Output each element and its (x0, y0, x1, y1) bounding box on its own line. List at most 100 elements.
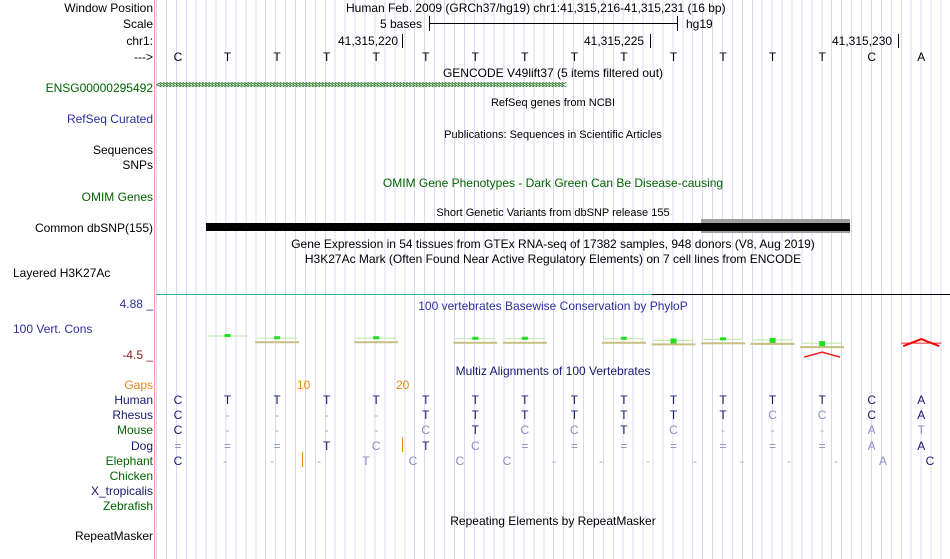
repeatmasker-label[interactable]: RepeatMasker (74, 529, 153, 543)
phylop-label[interactable]: 100 Vert. Cons (13, 322, 93, 336)
publications-label-snps[interactable]: SNPs (122, 158, 153, 172)
aligned-base: - (721, 423, 726, 438)
phylop-score-bar (373, 336, 380, 340)
gtex-track-title[interactable]: Gene Expression in 54 tissues from GTEx … (291, 237, 815, 251)
aligned-base: C (502, 453, 512, 468)
aligned-base: A (917, 393, 926, 407)
species-label[interactable]: Elephant (105, 453, 153, 468)
aligned-base: - (324, 408, 329, 423)
species-label[interactable]: X_tropicalis (90, 484, 153, 499)
aligned-base: T (818, 393, 826, 407)
window-position-value: Human Feb. 2009 (GRCh37/hg19) chr1:41,31… (346, 1, 726, 15)
strand-label: ---> (134, 50, 153, 64)
phylop-plot[interactable] (156, 300, 950, 360)
reference-base: T (422, 50, 430, 64)
phylop-track-title[interactable]: 100 vertebrates Basewise Conservation by… (418, 299, 688, 313)
gencode-gene-label[interactable]: ENSG00000295492 (45, 81, 153, 95)
aligned-base: C (408, 453, 418, 468)
base-grid (156, 0, 950, 559)
phylop-score-bar (769, 337, 776, 344)
phylop-score-bar (274, 336, 281, 340)
aligned-base: C (925, 453, 935, 468)
aligned-base: - (317, 453, 321, 468)
species-label[interactable]: Mouse (116, 423, 153, 438)
aligned-base: T (471, 393, 479, 407)
aligned-base: T (620, 408, 628, 423)
aligned-base: - (740, 453, 744, 468)
chrom-label: chr1: (126, 34, 153, 48)
phylop-score-bar (521, 336, 528, 340)
aligned-base: T (570, 408, 579, 423)
coord-label: 41,315,225 (584, 34, 645, 48)
reference-base: T (223, 50, 232, 64)
aligned-base: - (834, 453, 838, 468)
aligned-base: A (917, 408, 926, 423)
label-divider[interactable] (154, 0, 155, 559)
aligned-base: C (669, 423, 678, 438)
species-label[interactable]: Zebrafish (102, 499, 153, 514)
aligned-base: T (620, 423, 628, 438)
gap-count-label: 20 (396, 378, 410, 392)
dbsnp-track-title[interactable]: Short Genetic Variants from dbSNP releas… (436, 207, 670, 219)
species-aligned-sequence (0, 499, 950, 514)
aligned-base: - (552, 453, 556, 468)
species-label[interactable]: Rhesus (112, 408, 153, 423)
phylop-negative-mark (902, 338, 940, 348)
phylop-score-bar (224, 334, 231, 338)
aligned-base: = (669, 438, 677, 453)
aligned-base: C (768, 408, 777, 423)
multiz-track-title[interactable]: Multiz Alignments of 100 Vertebrates (455, 364, 651, 378)
aligned-base: - (223, 453, 227, 468)
h3k27ac-track-title[interactable]: H3K27Ac Mark (Often Found Near Active Re… (304, 252, 802, 266)
reference-base: T (669, 50, 678, 64)
omim-label[interactable]: OMIM Genes (81, 190, 153, 204)
aligned-base: = (818, 438, 826, 453)
dbsnp-variant-bar[interactable] (206, 223, 850, 231)
species-label[interactable]: Dog (130, 438, 153, 453)
aligned-base: C (371, 438, 381, 453)
omim-track-title[interactable]: OMIM Gene Phenotypes - Dark Green Can Be… (382, 176, 724, 190)
aligned-base: A (878, 453, 887, 468)
reference-base: T (521, 50, 529, 64)
aligned-base: T (422, 393, 430, 407)
repeatmasker-track-title[interactable]: Repeating Elements by RepeatMasker (450, 514, 656, 528)
aligned-base: C (867, 408, 877, 423)
aligned-base: T (322, 393, 331, 407)
phylop-score-bar (620, 336, 627, 340)
reference-base: T (273, 50, 281, 64)
species-aligned-sequence (0, 469, 950, 484)
aligned-base: T (521, 408, 529, 423)
dbsnp-label[interactable]: Common dbSNP(155) (34, 221, 153, 235)
aligned-base: C (421, 423, 431, 438)
h3k27ac-label[interactable]: Layered H3K27Ac (13, 266, 111, 280)
reference-base: T (620, 50, 628, 64)
coord-tick (402, 34, 403, 48)
refseq-label[interactable]: RefSeq Curated (66, 112, 153, 126)
reference-base: T (372, 50, 380, 64)
reference-base: T (322, 50, 331, 64)
refseq-track-title[interactable]: RefSeq genes from NCBI (490, 97, 616, 109)
phylop-score-bar (472, 336, 479, 340)
species-label[interactable]: Chicken (109, 469, 153, 483)
aligned-base: - (787, 453, 791, 468)
gencode-gene-feature[interactable]: <<<<<<<<<<<<<<<<<<<<<<<<<<<<<<<<<<<<<<<<… (156, 80, 567, 91)
scale-label: Scale (122, 17, 153, 31)
reference-base: T (471, 50, 479, 64)
gencode-track-title[interactable]: GENCODE V49lift37 (5 items filtered out) (442, 66, 664, 80)
aligned-base: - (599, 453, 603, 468)
species-label[interactable]: Human (114, 393, 153, 407)
aligned-base: C (570, 423, 579, 438)
reference-base: T (818, 50, 826, 64)
phylop-min-label: -4.5 _ (122, 348, 153, 362)
phylop-shadow (453, 341, 498, 344)
aligned-base: T (917, 423, 925, 438)
reference-base: C (867, 50, 877, 64)
publications-track-title[interactable]: Publications: Sequences in Scientific Ar… (444, 129, 662, 141)
publications-label-sequences[interactable]: Sequences (92, 143, 153, 157)
phylop-shadow (800, 346, 845, 349)
aligned-base: C (520, 423, 530, 438)
aligned-base: A (917, 438, 926, 453)
phylop-shadow (354, 341, 399, 344)
